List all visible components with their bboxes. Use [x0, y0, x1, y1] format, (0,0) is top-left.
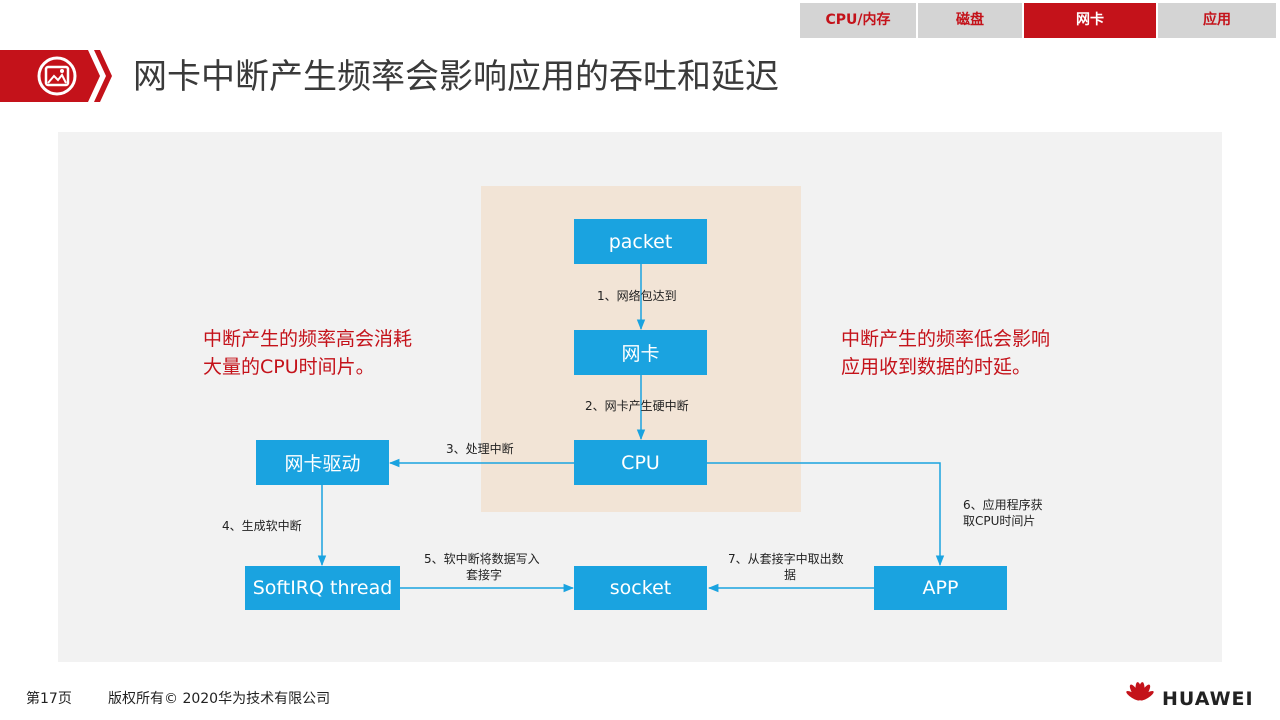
node-app: APP	[874, 566, 1007, 610]
brand-name: HUAWEI	[1162, 688, 1254, 710]
huawei-logo-icon	[1126, 682, 1154, 701]
note-low-frequency: 中断产生的频率低会影响 应用收到数据的时延。	[841, 325, 1050, 381]
page-title: 网卡中断产生频率会影响应用的吞吐和延迟	[133, 57, 779, 97]
node-socket: socket	[574, 566, 707, 610]
note-high-frequency-line2: 大量的CPU时间片。	[203, 356, 375, 378]
node-softirq-thread: SoftIRQ thread	[245, 566, 400, 610]
copyright: 版权所有© 2020华为技术有限公司	[108, 691, 331, 707]
note-high-frequency: 中断产生的频率高会消耗 大量的CPU时间片。	[203, 325, 412, 381]
edge-label-4: 4、生成软中断	[222, 519, 302, 533]
tab-application[interactable]: 应用	[1158, 3, 1276, 38]
note-high-frequency-line1: 中断产生的频率高会消耗	[203, 328, 413, 350]
node-cpu: CPU	[574, 440, 707, 485]
edge-label-1: 1、网络包达到	[597, 289, 677, 303]
tab-nic[interactable]: 网卡	[1024, 3, 1156, 38]
image-icon	[37, 56, 77, 96]
page-number: 第17页	[26, 691, 72, 707]
note-low-frequency-line2: 应用收到数据的时延。	[841, 356, 1032, 378]
tab-cpu-memory[interactable]: CPU/内存	[800, 3, 916, 38]
edge-label-3: 3、处理中断	[446, 442, 514, 456]
edge-label-7b: 据	[784, 568, 797, 582]
section-tabs: CPU/内存 磁盘 网卡 应用	[800, 3, 1278, 38]
node-nic-driver: 网卡驱动	[256, 440, 389, 485]
node-nic: 网卡	[574, 330, 707, 375]
note-low-frequency-line1: 中断产生的频率低会影响	[841, 328, 1051, 350]
title-banner	[0, 50, 112, 102]
edge-label-5a: 5、软中断将数据写入	[424, 552, 540, 566]
edge-label-6a: 6、应用程序获	[963, 498, 1043, 512]
edge-label-7a: 7、从套接字中取出数	[728, 552, 844, 566]
edge-label-2: 2、网卡产生硬中断	[585, 399, 689, 413]
node-packet: packet	[574, 219, 707, 264]
edge-label-5b: 套接字	[466, 568, 503, 582]
edge-label-6b: 取CPU时间片	[963, 514, 1036, 528]
tab-disk[interactable]: 磁盘	[918, 3, 1022, 38]
